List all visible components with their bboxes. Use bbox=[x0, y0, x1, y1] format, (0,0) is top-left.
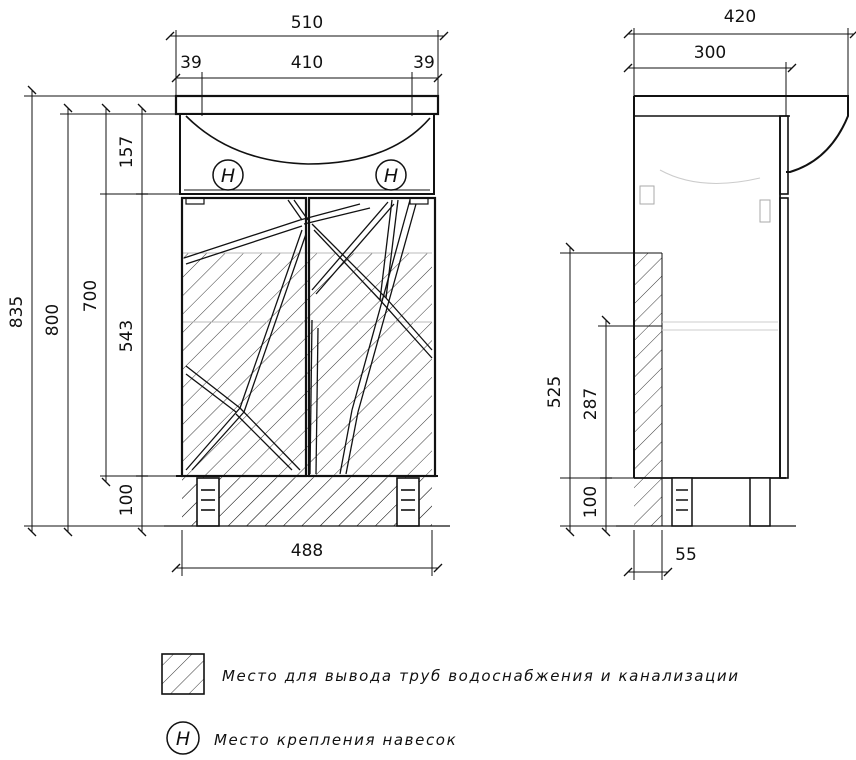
front-basin-bowl bbox=[185, 115, 431, 165]
dim-shelf-height: 287 bbox=[581, 388, 601, 420]
dim-depth-total: 420 bbox=[724, 7, 756, 27]
dim-margin-right: 39 bbox=[413, 53, 435, 73]
dim-width-inner: 410 bbox=[291, 53, 323, 73]
dim-drawer-height: 157 bbox=[117, 136, 137, 168]
dim-height-cabinet: 700 bbox=[81, 280, 101, 312]
side-dimensions bbox=[560, 28, 856, 580]
dim-pipe-zone-height: 525 bbox=[545, 376, 565, 408]
dim-height-body: 800 bbox=[43, 304, 63, 336]
front-leg-left bbox=[196, 477, 220, 527]
legend-mount-symbol: H bbox=[176, 728, 190, 750]
legend-hatch-swatch bbox=[161, 653, 205, 695]
side-view bbox=[616, 95, 849, 527]
dim-height-total: 835 bbox=[7, 296, 27, 328]
mount-symbol-left: H bbox=[221, 165, 235, 187]
mount-point-left: H bbox=[212, 159, 244, 191]
legend-mount-circle bbox=[166, 721, 200, 755]
dim-margin-left: 39 bbox=[180, 53, 202, 73]
door-decor-lines bbox=[183, 199, 433, 475]
side-leg-back bbox=[671, 477, 693, 527]
front-dimension-labels: 510 410 39 39 835 800 700 157 543 100 48… bbox=[7, 13, 435, 561]
legend-mount-item: H Место крепления навесок bbox=[166, 721, 457, 755]
side-dimension-labels: 420 300 525 287 100 55 bbox=[545, 7, 756, 565]
front-view: H H bbox=[164, 94, 450, 527]
legend: Место для вывода труб водоснабжения и ка… bbox=[161, 653, 740, 755]
dim-width-total: 510 bbox=[291, 13, 323, 33]
legend-hatch-item: Место для вывода труб водоснабжения и ка… bbox=[161, 653, 740, 695]
side-pipe-zone bbox=[634, 253, 662, 526]
legend-hatch-text: Место для вывода труб водоснабжения и ка… bbox=[222, 667, 740, 685]
front-base-hatch bbox=[182, 478, 432, 526]
dim-door-height: 543 bbox=[117, 320, 137, 352]
side-leg-front bbox=[749, 477, 771, 527]
dim-pipe-zone-depth: 55 bbox=[675, 545, 697, 565]
dim-depth-body: 300 bbox=[694, 43, 726, 63]
front-countertop bbox=[174, 94, 440, 116]
side-countertop bbox=[634, 95, 849, 173]
mount-point-right: H bbox=[375, 159, 407, 191]
front-leg-right bbox=[396, 477, 420, 527]
front-dimensions bbox=[24, 30, 449, 576]
mount-symbol-right: H bbox=[384, 165, 398, 187]
dim-leg-height: 100 bbox=[117, 484, 137, 516]
legend-mount-text: Место крепления навесок bbox=[214, 731, 457, 749]
dim-base-width: 488 bbox=[291, 541, 323, 561]
dim-side-leg-height: 100 bbox=[581, 486, 601, 518]
front-door-left bbox=[180, 196, 308, 478]
